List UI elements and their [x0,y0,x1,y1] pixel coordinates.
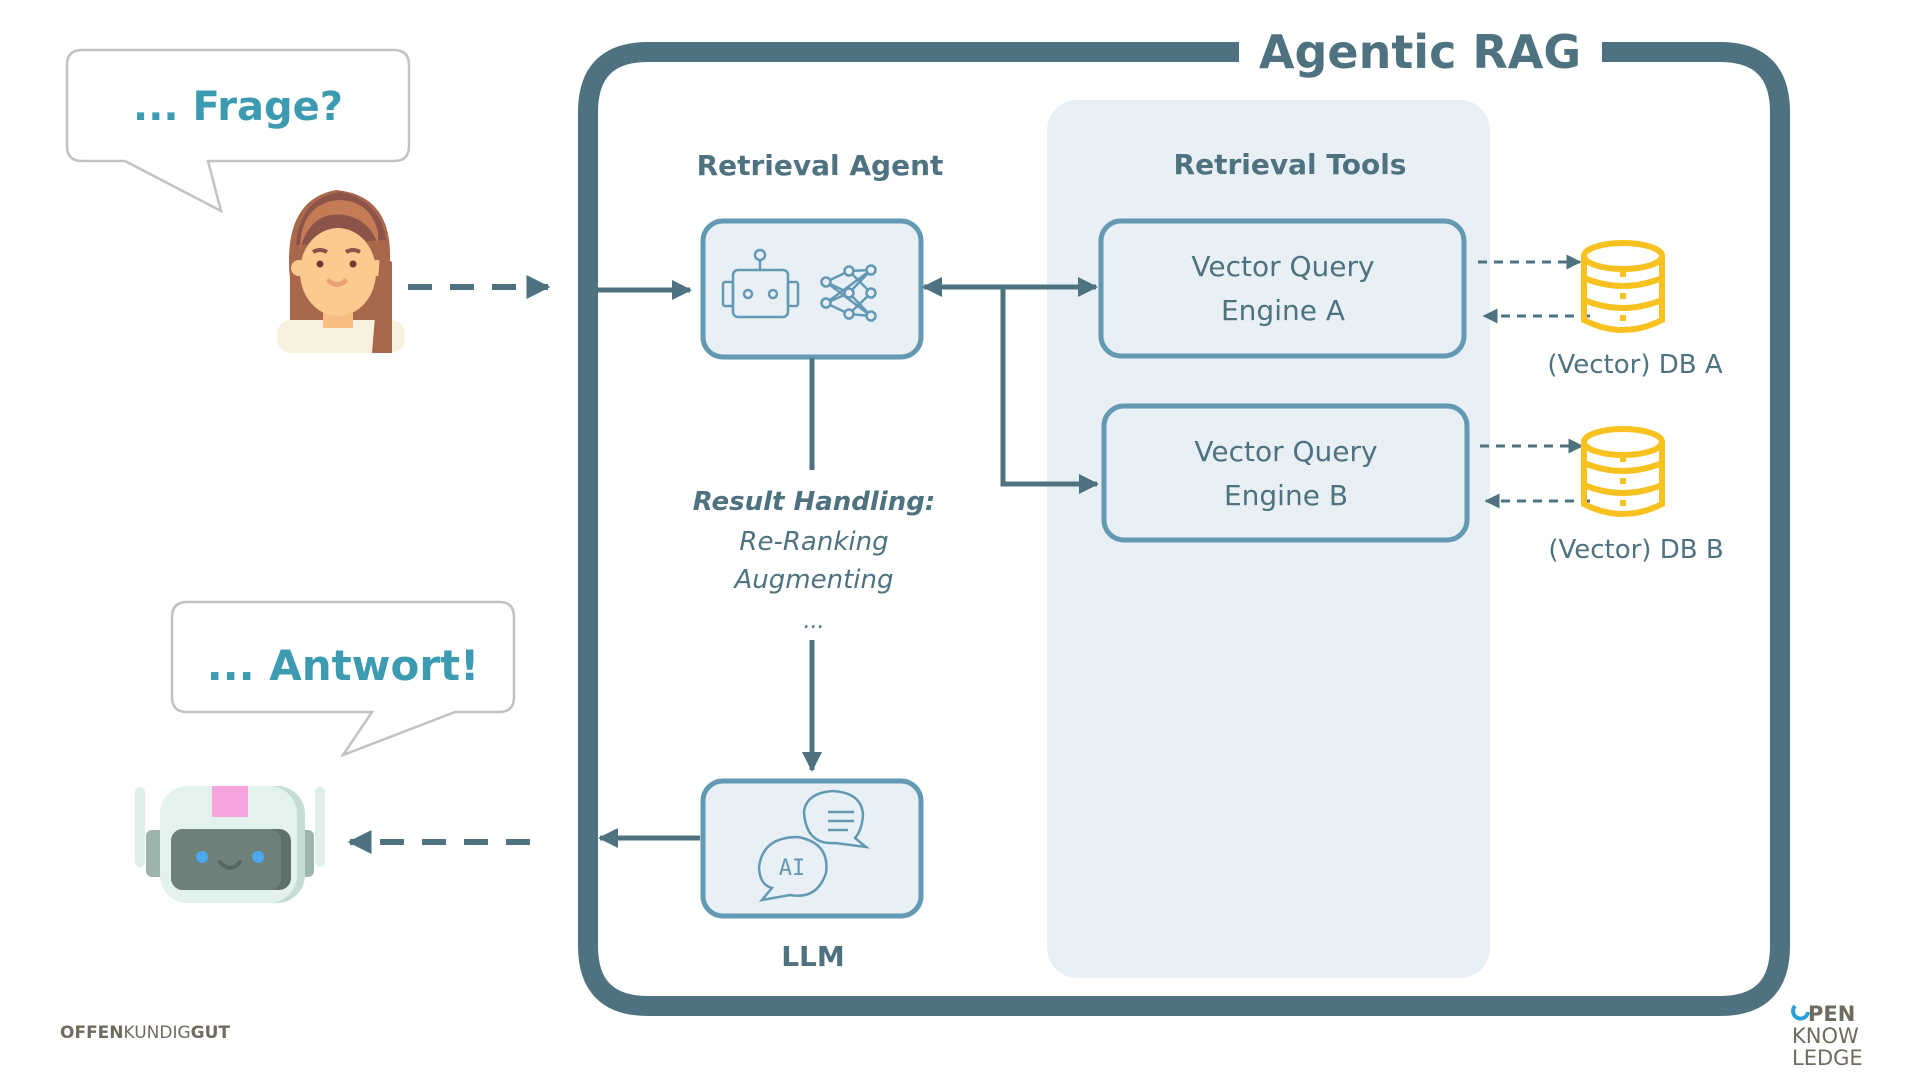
database-b-icon [1581,426,1665,517]
offenkundiggut-logo: OFFENKUNDIGGUT [60,1023,230,1043]
database-a-label: (Vector) DB A [1547,350,1723,380]
retrieval-agent-box[interactable] [700,218,924,360]
llm-box[interactable]: AI [700,778,924,919]
result-handling-title: Result Handling: [693,487,936,517]
robot-icon [721,248,800,319]
database-b-label: (Vector) DB B [1548,535,1723,565]
page-title: Agentic RAG [1259,25,1581,79]
svg-text:KNOW: KNOW [1792,1024,1859,1048]
robot-avatar [135,786,325,903]
answer-bubble: ... Antwort! [170,600,516,758]
question-text: ... Frage? [133,84,343,130]
agentic-rag-frame [578,42,1790,1016]
answer-text: ... Antwort! [207,641,480,690]
agent-engine-b-arrow [1000,287,1099,494]
result-handling-item: Re-Ranking [739,527,888,557]
vector-query-engine-b[interactable]: Vector Query Engine B [1101,403,1470,543]
retrieval-agent-label: Retrieval Agent [697,149,944,182]
ai-chat-icon [757,789,871,902]
neural-network-icon [820,264,877,322]
result-handling-item: ... [804,609,825,634]
retrieval-tools-label: Retrieval Tools [1174,148,1407,181]
svg-text:Vector Query: Vector Query [1194,435,1377,468]
svg-text:PEN: PEN [1808,1002,1855,1026]
svg-text:Engine A: Engine A [1221,294,1345,327]
question-bubble: ... Frage? [65,48,411,214]
ai-icon-text: AI [779,856,806,881]
svg-text:Engine B: Engine B [1224,479,1348,512]
svg-text:Vector Query: Vector Query [1191,250,1374,283]
svg-text:LEDGE: LEDGE [1792,1046,1863,1070]
result-handling-item: Augmenting [733,565,894,595]
open-knowledge-logo: PEN KNOW LEDGE [1791,1002,1863,1070]
vector-query-engine-a[interactable]: Vector Query Engine A [1098,218,1467,359]
database-a-icon [1581,240,1665,333]
llm-label: LLM [781,940,845,973]
woman-avatar [277,190,405,353]
